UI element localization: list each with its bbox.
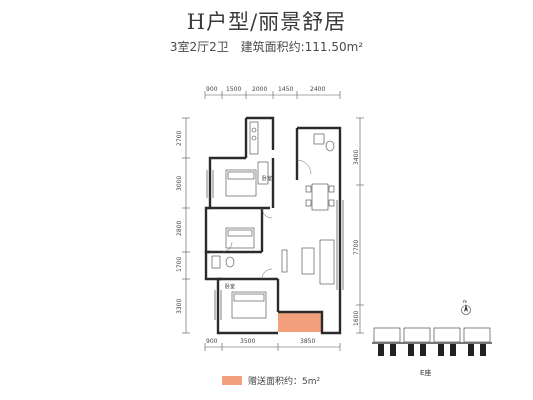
right-dimensions bbox=[356, 117, 364, 334]
north-label: N bbox=[463, 300, 467, 305]
left-dimensions bbox=[182, 117, 190, 334]
plan-title: H户型/丽景舒居 bbox=[186, 10, 347, 34]
label-bedroom-top: 卧室 bbox=[262, 175, 272, 182]
building-area: 建筑面积约:111.50m² bbox=[240, 40, 364, 54]
label-bedroom-bottom: 卧室 bbox=[225, 283, 235, 290]
dim-right-2: 7700 bbox=[353, 240, 360, 255]
top-dimensions bbox=[204, 91, 341, 99]
building-blocks bbox=[373, 327, 491, 343]
furniture-bedroom-bottom bbox=[231, 291, 267, 319]
windows bbox=[206, 170, 344, 320]
dim-left-2: 3000 bbox=[176, 176, 183, 191]
walls bbox=[204, 116, 342, 335]
furniture-bathrooms bbox=[211, 133, 335, 269]
furniture-dining bbox=[305, 183, 335, 211]
legend: 赠送面积约：5m² bbox=[222, 374, 320, 387]
furniture-living bbox=[281, 239, 335, 285]
dim-right-1: 3400 bbox=[353, 150, 360, 165]
dim-bottom-2: 3500 bbox=[240, 338, 255, 345]
key-map-ground bbox=[372, 342, 492, 344]
building-units bbox=[378, 344, 486, 356]
furniture-bedroom-middle bbox=[225, 227, 255, 249]
doors bbox=[221, 159, 312, 280]
plan-subtitle: 3室2厅2卫 建筑面积约:111.50m² bbox=[0, 38, 533, 55]
legend-label: 赠送面积约：5m² bbox=[248, 377, 321, 387]
dim-left-1: 2700 bbox=[176, 131, 183, 146]
dim-bottom-1: 900 bbox=[206, 338, 218, 345]
furniture-bedroom-top bbox=[225, 161, 269, 197]
room-count: 3室2厅2卫 bbox=[169, 40, 229, 54]
dim-bottom-3: 3850 bbox=[300, 338, 315, 345]
dim-top-2: 1500 bbox=[226, 86, 241, 93]
dim-top-5: 2400 bbox=[310, 86, 325, 93]
bottom-dimensions bbox=[204, 343, 341, 351]
dim-left-4: 1700 bbox=[176, 257, 183, 272]
building-key-map: N E座 bbox=[372, 300, 492, 377]
north-arrow-icon: N bbox=[461, 300, 471, 315]
dim-left-3: 2800 bbox=[176, 221, 183, 236]
dim-right-3: 1600 bbox=[353, 311, 360, 326]
building-label: E座 bbox=[420, 368, 431, 377]
dim-left-5: 3300 bbox=[176, 299, 183, 314]
dim-top-3: 2000 bbox=[252, 86, 267, 93]
bonus-area bbox=[278, 312, 322, 332]
furniture-kitchen bbox=[249, 121, 259, 155]
dim-top-4: 1450 bbox=[278, 86, 293, 93]
dim-top-1: 900 bbox=[206, 86, 218, 93]
legend-swatch bbox=[222, 376, 242, 385]
